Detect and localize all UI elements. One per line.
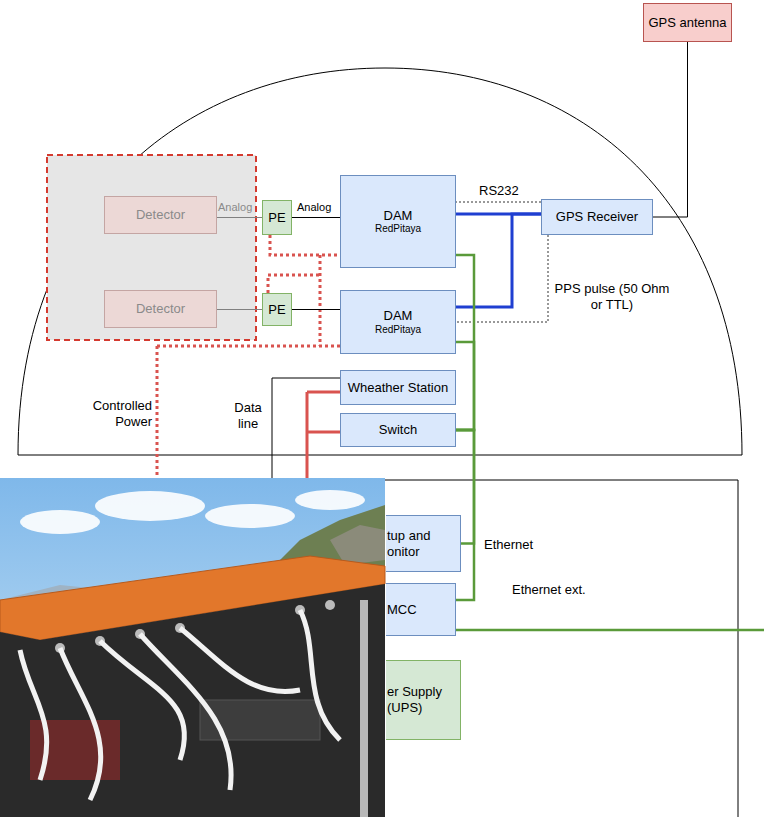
box-sublabel: RedPitaya [375,223,421,235]
power-box: er Supply (UPS) [386,660,461,740]
box-sublabel: RedPitaya [375,324,421,336]
photo-device-front [0,584,385,817]
annotation-label: Ethernet [484,537,533,553]
photo-sky [0,478,385,817]
photo-cloud [95,491,205,521]
connector-label: Analog [218,201,252,214]
detector-area [47,155,256,340]
detector-box: Detector [104,196,217,234]
box-label: Switch [379,422,417,438]
antenna-box: GPS antenna [643,3,732,42]
pe-box: PE [262,200,292,235]
detector-box: Detector [104,290,217,328]
controlled-power-wire [157,235,340,480]
data-line-wire [272,378,340,480]
annotation-label: Data line [228,400,268,431]
box-label: Detector [136,301,185,317]
photo-cables [20,610,340,800]
ethernet-ext-wire [456,629,764,632]
box-label: er Supply (UPS) [387,684,457,715]
annotation-label: PPS pulse (50 Ohm or TTL) [553,281,671,312]
connector-line [653,42,688,217]
box-label: PE [268,210,285,226]
connector-line [217,309,262,310]
connector-line [292,217,340,218]
box-label: DAM [384,308,413,324]
connector-line [456,214,541,307]
annotation-label: Controlled Power [78,398,152,429]
box-label: PE [268,302,285,318]
annotation-label: Ethernet ext. [512,582,586,598]
device-box: Wheather Station [340,370,456,405]
box-label: tup and onitor [387,528,457,559]
connector-line [456,255,474,430]
device-box: MCC [386,583,456,636]
device-box: DAMRedPitaya [340,290,456,354]
connector-line [456,342,474,430]
device-box: tup and onitor [386,515,461,572]
connector-label: RS232 [479,183,519,199]
box-label: GPS Receiver [556,209,638,225]
connector-line [217,217,262,218]
connector-line [456,202,541,203]
photo-frame [360,600,368,817]
connector-label: Analog [297,201,331,214]
device-box: Switch [340,413,456,447]
dome-outline [18,68,742,455]
power-wire [307,392,340,480]
photo-cloud [20,510,100,534]
site-photo [0,478,385,817]
box-label: DAM [384,208,413,224]
pe-box: PE [262,293,292,326]
box-label: Detector [136,207,185,223]
box-label: Wheather Station [348,380,448,396]
connector-line [292,309,340,310]
photo-cloud [205,504,295,528]
photo-rock [330,525,385,565]
box-label: MCC [387,602,417,618]
photo-connectors [55,600,335,653]
device-box: GPS Receiver [541,199,653,235]
photo-cloud [295,490,365,510]
device-box: DAMRedPitaya [340,175,456,268]
box-label: GPS antenna [648,15,726,31]
connector-line [456,235,548,322]
